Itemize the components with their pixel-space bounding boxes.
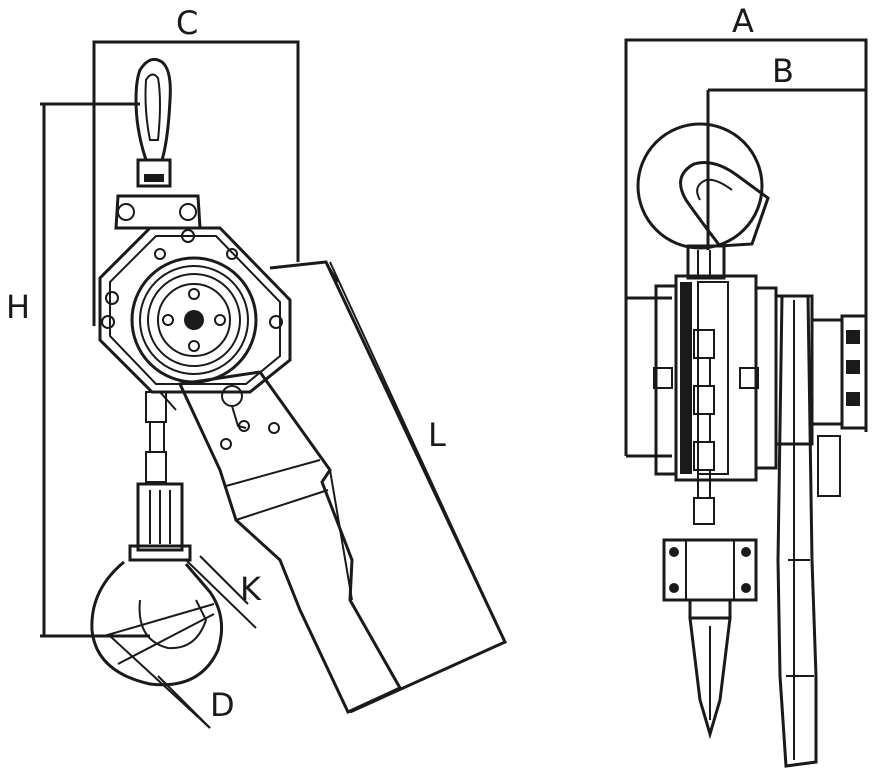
dimension-h [40,102,150,638]
dimension-k [185,555,257,629]
bottom-hook [90,560,224,687]
dimension-d [109,635,211,729]
label-c: C [176,4,198,42]
side-housing [653,274,868,497]
lever-handle [177,260,508,714]
dimension-l-line [329,261,506,643]
bottom-hook-block [128,482,192,562]
side-top-hook [636,122,770,280]
dimension-c-box [92,40,300,326]
label-l: L [428,416,446,454]
label-a: A [732,2,754,40]
side-load-chain [693,329,715,525]
label-k: K [240,570,262,608]
top-bracket [114,194,202,230]
label-h: H [6,288,30,326]
label-b: B [772,52,794,90]
side-lever-handle [776,294,818,768]
top-hook [134,57,172,188]
side-bottom-hook-block [662,538,758,740]
dimension-a-box [624,38,868,456]
side-view: A B [624,2,868,768]
hoist-housing [98,226,292,394]
front-view: C H L K D [6,4,508,729]
label-d: D [210,686,235,724]
load-chain [145,391,177,483]
